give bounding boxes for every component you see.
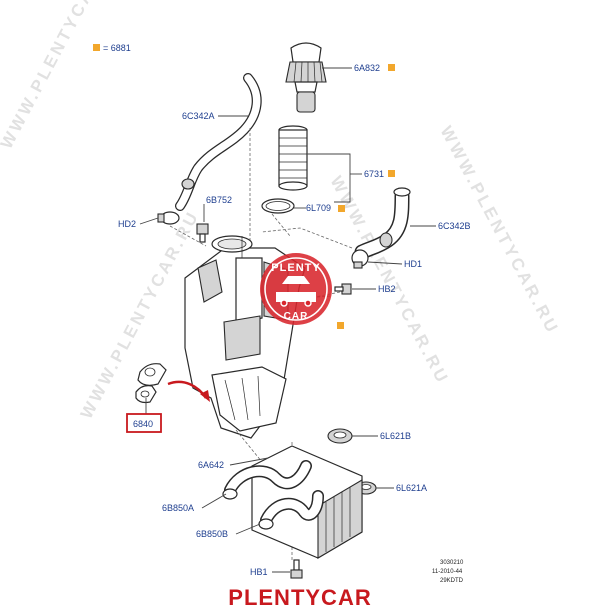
drawing-code-3: 29KDTD xyxy=(440,578,464,584)
label-6L709: 6L709 xyxy=(306,203,331,213)
label-6B850B: 6B850B xyxy=(196,529,228,539)
hose-6C342A xyxy=(175,73,262,211)
label-6A832: 6A832 xyxy=(354,63,380,73)
plentycar-stamp: PLENTY CAR xyxy=(260,253,332,325)
clamp-HD2 xyxy=(157,211,180,225)
label-6731: 6731 xyxy=(364,169,384,179)
label-6840: 6840 xyxy=(133,419,153,429)
label-HB2: HB2 xyxy=(378,284,396,294)
marker-6731 xyxy=(388,170,395,177)
label-6L621A: 6L621A xyxy=(396,483,427,493)
marker-6L709 xyxy=(338,205,345,212)
legend-marker xyxy=(93,44,100,51)
highlight-box-6840 xyxy=(126,413,162,433)
label-6A642: 6A642 xyxy=(198,460,224,470)
watermark-text: WWW.PLENTYCAR.RU xyxy=(326,173,452,388)
oil-filter-element xyxy=(278,125,308,191)
label-HB1: HB1 xyxy=(250,567,268,577)
label-HD2: HD2 xyxy=(118,219,136,229)
seal-6L621B xyxy=(327,428,353,444)
bolt-HB2 xyxy=(334,283,352,295)
stamp-top-text: PLENTY xyxy=(271,262,320,274)
legend: = 6881 xyxy=(93,43,131,53)
footer-brand: PLENTYCAR xyxy=(228,585,371,610)
legend-text: = 6881 xyxy=(103,43,131,53)
hose-6C342B xyxy=(354,187,411,260)
stamp-bottom-text: CAR xyxy=(284,311,309,322)
clamp-HD1 xyxy=(351,249,369,269)
marker-6A832 xyxy=(388,64,395,71)
filter-cap xyxy=(285,42,327,113)
leader-lines xyxy=(139,67,436,573)
drawing-code-2: 11-2010-44 xyxy=(432,569,463,575)
label-6C342A: 6C342A xyxy=(182,111,215,121)
label-6B850A: 6B850A xyxy=(162,503,194,513)
oil-cooler xyxy=(222,445,363,559)
label-HD1: HD1 xyxy=(404,259,422,269)
part-labels: 6A832 6C342A 6731 6B752 6L709 HD2 6C342B… xyxy=(118,63,471,577)
bolt-HB1 xyxy=(290,559,303,579)
marker-housing xyxy=(337,322,344,329)
bolt-6B752 xyxy=(196,223,209,243)
pointer-arrowhead xyxy=(200,390,210,402)
gasket-6840 xyxy=(135,363,167,404)
label-6B752: 6B752 xyxy=(206,195,232,205)
drawing-codes: 3030210 11-2010-44 29KDTD xyxy=(432,560,464,584)
watermark-text: WWW.PLENTYCAR.RU xyxy=(0,0,123,152)
drawing-code-1: 3030210 xyxy=(440,560,464,566)
label-6L621B: 6L621B xyxy=(380,431,411,441)
car-icon xyxy=(276,276,316,302)
label-6C342B: 6C342B xyxy=(438,221,471,231)
